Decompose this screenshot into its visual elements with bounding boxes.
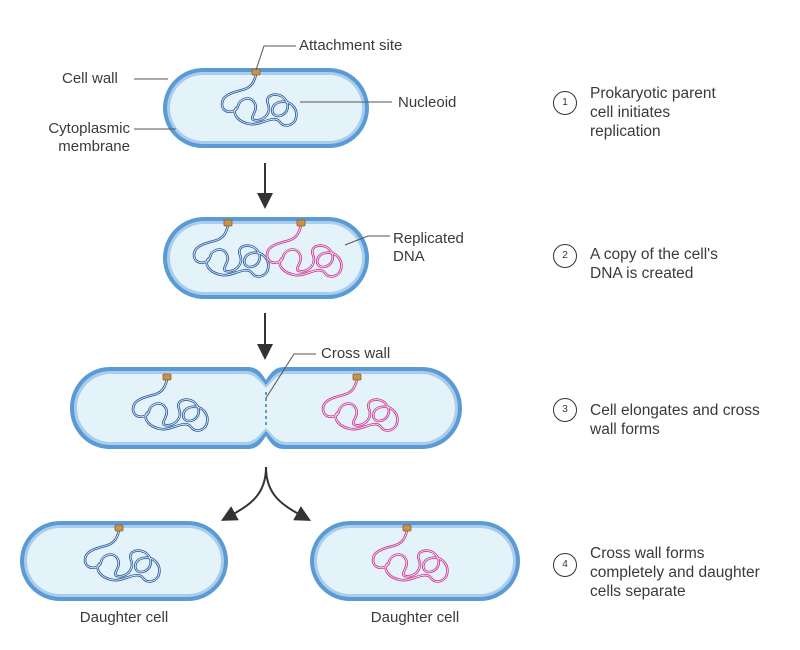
parent-cell [163, 68, 369, 148]
elongated-cell [70, 367, 462, 449]
daughter-cell-right-shape [310, 521, 520, 601]
step-3-line2: wall forms [590, 421, 660, 438]
daughter-cell-left-caption: Daughter cell [79, 609, 169, 626]
step-1-line1: Prokaryotic parent [590, 85, 716, 102]
step-4-line1: Cross wall forms [590, 545, 705, 562]
replicated-dna-leader [344, 235, 390, 246]
cross-wall-label: Cross wall [321, 345, 391, 362]
step-4-number: 4 [553, 553, 577, 577]
cross-wall-leader [265, 353, 316, 399]
step-4-line3: cells separate [590, 583, 686, 600]
replicated-dna-line1: Replicated [393, 230, 464, 247]
step-4-description: Cross wall forms completely and daughter… [590, 544, 790, 601]
step-3-description: Cell elongates and cross wall forms [590, 401, 790, 439]
split-arrows [220, 466, 312, 521]
cytoplasmic-membrane-label: Cytoplasmic membrane [30, 120, 130, 156]
cell-wall-label: Cell wall [62, 70, 118, 87]
daughter-cell-left-shape [20, 521, 228, 601]
replicated-dna-line2: DNA [393, 248, 425, 265]
step-4-line2: completely and daughter [590, 564, 760, 581]
cytoplasmic-membrane-line1: Cytoplasmic [48, 120, 130, 137]
step-2-description: A copy of the cell's DNA is created [590, 245, 790, 283]
step-2-line1: A copy of the cell's [590, 246, 718, 263]
step-1-line2: cell initiates [590, 104, 671, 121]
step-1-number: 1 [553, 91, 577, 115]
stage1-leader-lines [134, 45, 392, 130]
step-2-line2: DNA is created [590, 265, 694, 282]
step-3-number: 3 [553, 398, 577, 422]
replicated-dna-label: Replicated DNA [393, 230, 464, 266]
attachment-site-label: Attachment site [299, 37, 403, 54]
nucleoid-label: Nucleoid [398, 94, 457, 111]
step-3-line1: Cell elongates and cross [590, 402, 760, 419]
daughter-cell-right-caption: Daughter cell [370, 609, 460, 626]
step-1-line3: replication [590, 123, 661, 140]
replicating-cell [163, 217, 369, 299]
cytoplasmic-membrane-line2: membrane [58, 138, 130, 155]
step-2-number: 2 [553, 244, 577, 268]
step-1-description: Prokaryotic parent cell initiates replic… [590, 84, 790, 141]
